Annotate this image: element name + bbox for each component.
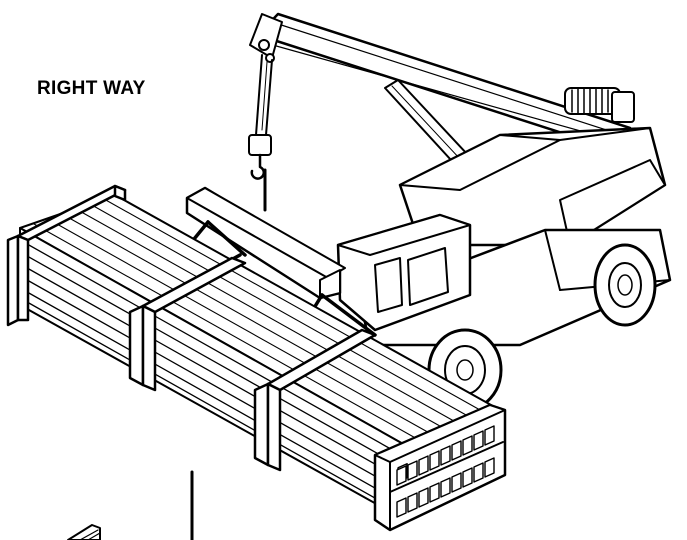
- crane-boom: [249, 12, 635, 209]
- spreader-beam: [185, 186, 346, 300]
- rear-wheel: [593, 243, 657, 327]
- boom-spring: [564, 87, 635, 123]
- pipe-end-box: [373, 403, 507, 532]
- next-panel-fragment: [67, 524, 101, 540]
- right-way-caption: RIGHT WAY: [37, 78, 146, 99]
- crane-hook: [248, 54, 273, 200]
- timber-frames: [6, 184, 377, 472]
